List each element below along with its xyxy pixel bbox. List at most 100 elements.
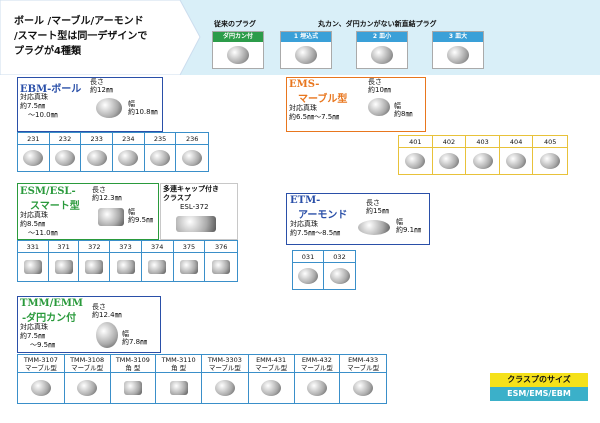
product-code: TMM-3108 [70, 356, 105, 364]
product-type: マーブル型 [300, 364, 333, 372]
etm-subtitle: アーモンド [298, 210, 348, 221]
product-code: 331 [18, 241, 48, 253]
product-cell[interactable]: 372 [79, 241, 111, 281]
product-code: 031 [293, 251, 324, 263]
new-plug-heading: 丸カン、ダ円カンがない新直結プラグ [318, 20, 437, 28]
plug-label: 1 埋込式 [281, 32, 331, 42]
length-label: 長さ [366, 199, 380, 207]
product-cell[interactable]: 371 [48, 241, 80, 281]
width-label: 幅 [394, 102, 401, 110]
product-cell[interactable]: 375 [173, 241, 206, 281]
pearl-range: 約7.5㎜ [20, 102, 46, 110]
multi-cap-code: ESL-372 [180, 203, 209, 211]
product-cell[interactable]: 405 [533, 136, 568, 174]
product-cell[interactable]: 403 [466, 136, 500, 174]
product-cell[interactable]: 233 [81, 133, 114, 171]
width-label: 幅 [396, 218, 403, 226]
pearl-range: ～9.5㎜ [30, 341, 56, 349]
product-type: マーブル型 [71, 364, 104, 372]
product-code: 372 [79, 241, 110, 253]
clasp-image [118, 150, 139, 166]
old-plug-heading: 従来のプラグ [214, 20, 256, 28]
product-code: 403 [466, 136, 499, 148]
product-cell[interactable]: 032 [324, 251, 355, 289]
ems-title: EMS- [289, 79, 320, 90]
pearl-range: 約7.5㎜～8.5㎜ [290, 229, 341, 237]
width-value: 約9.5㎜ [128, 216, 154, 224]
product-code: EMM-432 [301, 356, 332, 364]
length-value: 約10㎜ [368, 86, 391, 94]
pearl-range: ～10.0㎜ [28, 111, 58, 119]
clasp-image [261, 380, 282, 396]
clasp-image [405, 153, 426, 169]
pearl-label: 対応真珠 [289, 104, 317, 112]
width-label: 幅 [122, 330, 129, 338]
product-cell[interactable]: 374 [141, 241, 174, 281]
clasp-image [123, 381, 142, 395]
clasp-image [176, 216, 216, 232]
pearl-label: 対応真珠 [290, 220, 318, 228]
product-code: 032 [324, 251, 355, 263]
product-code: 375 [173, 241, 205, 253]
product-code: 236 [176, 133, 209, 145]
product-code: 374 [141, 241, 173, 253]
product-type: マーブル型 [347, 364, 380, 372]
width-value: 約10.8㎜ [128, 108, 158, 116]
length-value: 約12.4㎜ [92, 311, 122, 319]
length-label: 長さ [92, 303, 106, 311]
width-value: 約8㎜ [394, 110, 413, 118]
clasp-image [358, 220, 390, 235]
pearl-range: 約6.5㎜～7.5㎜ [289, 113, 340, 121]
clasp-image [150, 150, 171, 166]
bead-icon [227, 46, 249, 64]
clasp-image [23, 260, 42, 274]
product-cell[interactable]: 401 [399, 136, 433, 174]
multi-cap-card [160, 183, 238, 240]
clasp-image [55, 150, 75, 166]
bead-icon [295, 46, 317, 64]
product-cell[interactable]: 376 [205, 241, 238, 281]
product-code: 405 [533, 136, 568, 148]
product-code: EMM-431 [256, 356, 287, 364]
ebm-card [17, 77, 163, 132]
product-cell[interactable]: 031 [293, 251, 325, 289]
product-cell[interactable]: 235 [144, 133, 177, 171]
etm-code-table: 031 032 [292, 250, 356, 290]
ems-code-table: 401 402 403 404 405 [398, 135, 568, 175]
product-cell[interactable]: 231 [18, 133, 50, 171]
header-line-3: プラグが4種類 [14, 46, 81, 57]
product-cell[interactable]: 404 [499, 136, 534, 174]
product-cell[interactable]: 331 [18, 241, 49, 281]
product-cell[interactable]: 232 [49, 133, 82, 171]
clasp-image [306, 380, 327, 396]
product-code: TMM-3303 [207, 356, 242, 364]
etm-card [286, 193, 430, 245]
product-cell[interactable]: 402 [432, 136, 467, 174]
esm-subtitle: スマート型 [30, 201, 80, 212]
product-type: 角 型 [171, 364, 187, 372]
pearl-range: ～11.0㎜ [28, 229, 58, 237]
product-cell[interactable]: 234 [113, 133, 145, 171]
clasp-image [214, 380, 235, 396]
multi-cap-subtitle: クラスプ [163, 194, 191, 202]
tmm-card [17, 296, 161, 353]
product-code: TMM-3107 [23, 356, 58, 364]
pearl-label: 対応真珠 [20, 93, 48, 101]
product-cell[interactable]: 236 [176, 133, 209, 171]
clasp-image [353, 380, 374, 396]
length-value: 約12.3㎜ [92, 194, 122, 202]
ebm-code-table: 231 232 233 234 235 236 [17, 132, 209, 172]
clasp-image [438, 153, 459, 169]
plug-oval-ring: ダ円カン付 [212, 31, 264, 69]
clasp-image [86, 150, 107, 166]
header-line-2: /スマート型は同一デザインで [14, 31, 148, 42]
product-cell[interactable]: 373 [110, 241, 142, 281]
